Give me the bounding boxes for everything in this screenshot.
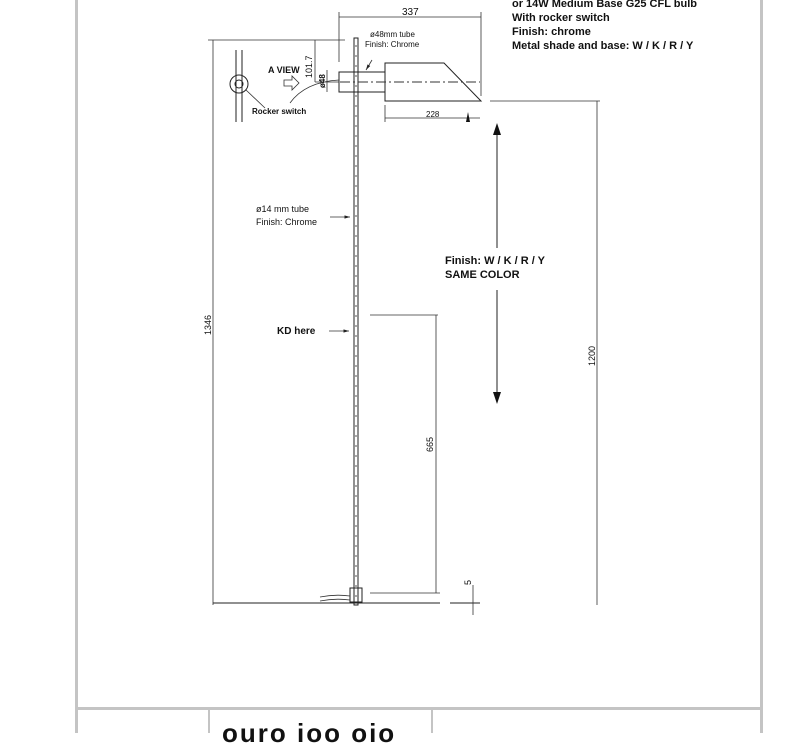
dim-101-7: 101.7 (304, 55, 314, 78)
kd-here-label: KD here (277, 326, 316, 337)
pole (319, 37, 363, 606)
title-block-divider-1 (208, 707, 210, 733)
rocker-switch-label: Rocker switch (252, 107, 306, 116)
dim-48: ø48 (318, 74, 327, 88)
finish-label-1: Finish: W / K / R / Y (445, 255, 546, 267)
title-block-top-border (75, 707, 763, 710)
rocker-switch-view (229, 50, 300, 122)
dimension-lines (208, 12, 600, 615)
spec-note-1: or 14W Medium Base G25 CFL bulb (512, 0, 697, 10)
lamp-drawing: or 14W Medium Base G25 CFL bulb With roc… (203, 0, 697, 615)
top-tube-label-2: Finish: Chrome (365, 40, 420, 49)
dim-1200: 1200 (587, 346, 597, 366)
spec-note-4: Metal shade and base: W / K / R / Y (512, 40, 694, 52)
top-tube-label-1: ø48mm tube (370, 30, 415, 39)
dim-1346: 1346 (203, 315, 213, 335)
dim-337: 337 (402, 7, 419, 18)
pole-tube-label-1: ø14 mm tube (256, 204, 309, 214)
dim-228: 228 (426, 110, 440, 119)
spec-note-2: With rocker switch (512, 12, 610, 24)
page-border-right (760, 0, 763, 733)
dim-5: 5 (463, 580, 473, 585)
dim-665: 665 (425, 437, 435, 452)
title-block-divider-2 (431, 707, 433, 733)
a-view-label: A VIEW (268, 65, 300, 75)
spec-note-3: Finish: chrome (512, 26, 591, 38)
pole-tube-label-2: Finish: Chrome (256, 217, 317, 227)
finish-label-2: SAME COLOR (445, 269, 520, 281)
page-border-left (75, 0, 78, 733)
view-arrow-icon (283, 75, 300, 91)
